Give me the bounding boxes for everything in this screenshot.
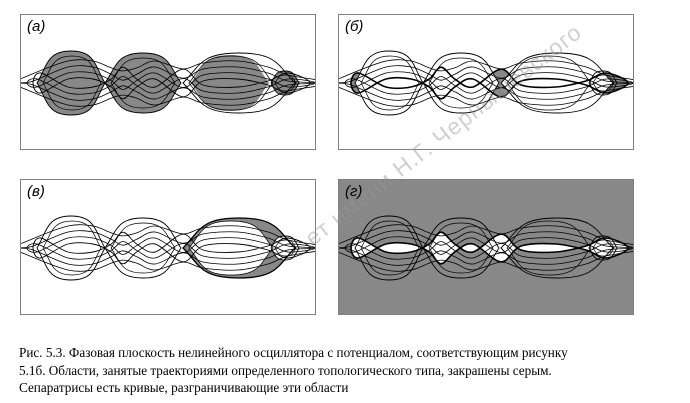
inner-trajectory bbox=[428, 57, 494, 109]
small-separatrix-loop bbox=[270, 235, 300, 261]
right-separatrix-loop bbox=[500, 217, 614, 279]
panel-label: (в) bbox=[27, 183, 45, 200]
phase-portrait-c bbox=[21, 215, 315, 281]
inner-trajectory bbox=[274, 239, 297, 257]
caption-line: Сепаратрисы есть кривые, разграничивающи… bbox=[19, 380, 349, 395]
inner-region bbox=[351, 232, 628, 264]
outer-trajectory bbox=[344, 71, 633, 95]
inner-region bbox=[189, 221, 273, 275]
middle-separatrix-loop bbox=[422, 217, 500, 279]
small-separatrix-loop bbox=[588, 70, 618, 96]
inner-trajectory bbox=[506, 55, 592, 111]
inner-trajectory bbox=[110, 222, 176, 274]
outer-trajectory bbox=[26, 71, 315, 95]
inner-trajectory bbox=[188, 55, 274, 111]
outer-separatrix bbox=[350, 66, 629, 100]
outer-trajectory bbox=[344, 236, 633, 260]
panel-b: (б) bbox=[338, 14, 634, 150]
caption-line: 5.1б. Области, занятые траекториями опре… bbox=[19, 362, 552, 378]
outer-separatrix bbox=[32, 231, 311, 265]
outer-trajectory bbox=[339, 224, 633, 272]
outer-separatrix bbox=[350, 231, 629, 265]
inner-region bbox=[355, 51, 423, 115]
shaded-region bbox=[37, 51, 105, 115]
inner-trajectory bbox=[592, 74, 615, 92]
outer-trajectory bbox=[339, 59, 633, 107]
panel-d: (г) bbox=[338, 179, 634, 315]
panel-c: (в) bbox=[20, 179, 316, 315]
panel-a: (а) bbox=[20, 14, 316, 150]
small-separatrix-loop bbox=[588, 235, 618, 261]
inner-trajectory bbox=[42, 220, 102, 276]
right-separatrix-loop bbox=[182, 52, 296, 114]
inner-trajectory bbox=[274, 74, 297, 92]
inner-trajectory bbox=[42, 55, 102, 111]
inner-trajectory bbox=[506, 220, 592, 276]
inner-trajectory bbox=[360, 220, 420, 276]
phase-portrait-a bbox=[21, 50, 315, 116]
outer-separatrix bbox=[32, 66, 311, 100]
inner-trajectory bbox=[110, 57, 176, 109]
panel-label: (г) bbox=[345, 183, 363, 200]
shaded-region bbox=[191, 55, 269, 111]
middle-separatrix-loop bbox=[422, 52, 500, 114]
caption-line: Рис. 5.3. Фазовая плоскость нелинейного … bbox=[19, 345, 568, 360]
small-separatrix-loop bbox=[270, 70, 300, 96]
inner-trajectory bbox=[592, 239, 615, 257]
outer-trajectory bbox=[21, 59, 315, 107]
phase-portrait-b bbox=[339, 50, 633, 116]
outer-trajectory bbox=[21, 224, 315, 272]
outer-trajectory bbox=[26, 236, 315, 260]
inner-trajectory bbox=[188, 220, 274, 276]
figure-caption: Рис. 5.3. Фазовая плоскость нелинейного … bbox=[19, 344, 635, 397]
panel-label: (а) bbox=[27, 18, 46, 35]
inner-trajectory bbox=[428, 222, 494, 274]
panel-label: (б) bbox=[345, 18, 364, 35]
right-separatrix-loop bbox=[182, 217, 296, 279]
inner-trajectory bbox=[360, 55, 420, 111]
phase-portrait-d bbox=[339, 180, 633, 314]
middle-separatrix-loop bbox=[104, 217, 182, 279]
middle-separatrix-loop bbox=[104, 52, 182, 114]
right-separatrix-loop bbox=[500, 52, 614, 114]
